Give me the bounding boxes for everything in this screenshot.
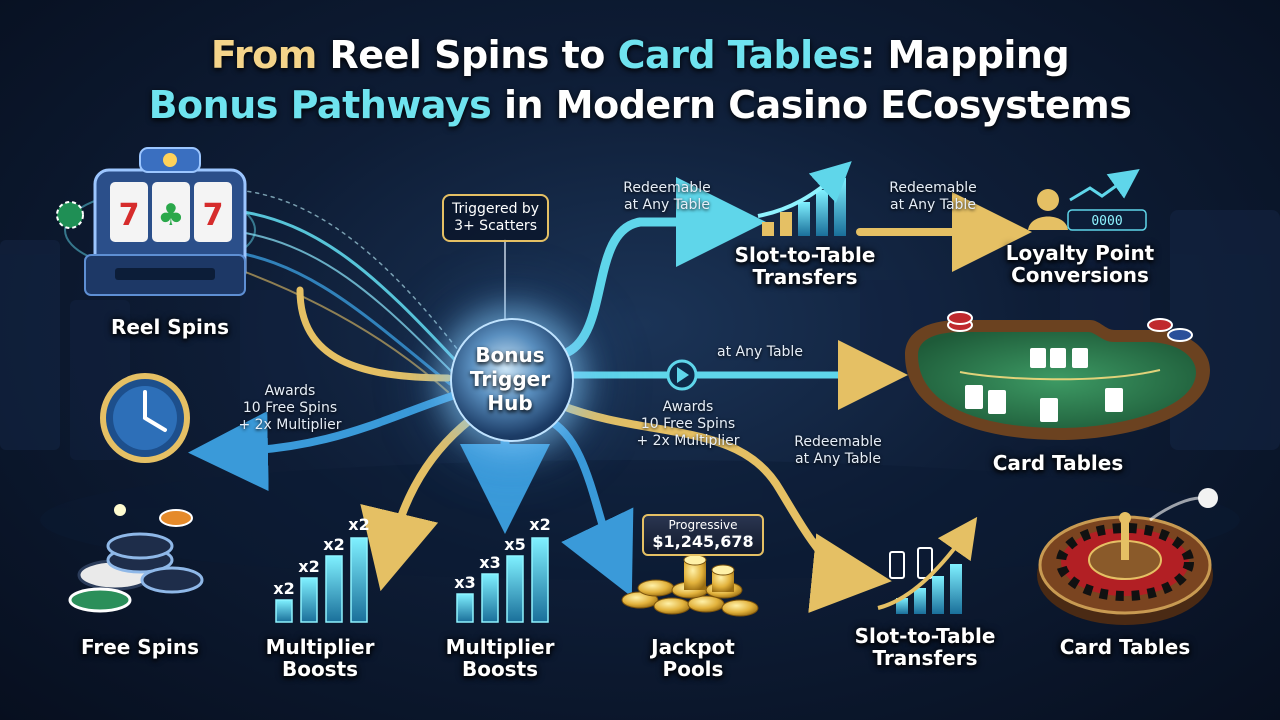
note-awards-right-line2: 10 Free Spins	[640, 416, 736, 432]
title-text-ecosystems: in Modern Casino ECosystems	[491, 83, 1132, 127]
note-redeemable-1-line2: at Any Table	[624, 197, 710, 213]
title-highlight-bonus-pathways: Bonus Pathways	[148, 83, 492, 127]
title-highlight-card-tables: Card Tables	[617, 33, 861, 77]
node-multiplier-1-line2: Boosts	[281, 657, 359, 681]
multiplier-chart-2	[456, 537, 549, 623]
trigger-note-line1: Triggered by	[452, 201, 540, 217]
node-slot-to-table-bottom: Slot-to-Table Transfers	[850, 625, 1000, 669]
note-redeemable-3: Redeemable at Any Table	[783, 434, 893, 468]
node-jackpot-line2: Pools	[662, 657, 724, 681]
note-redeemable-2-line1: Redeemable	[889, 180, 977, 196]
node-free-spins: Free Spins	[80, 635, 200, 659]
note-awards-left-line2: 10 Free Spins	[242, 400, 338, 416]
note-redeemable-3-line1: Redeemable	[794, 434, 882, 450]
roulette-wheel-icon	[1037, 488, 1218, 625]
note-awards-right-line3: + 2x Multiplier	[636, 433, 740, 449]
hub-label: Bonus Trigger Hub	[440, 343, 580, 415]
jackpot-badge-label: Progressive	[668, 518, 738, 532]
node-transfers-bottom-line2: Transfers	[872, 646, 978, 670]
title-highlight-from: From	[210, 33, 317, 77]
node-transfers-bottom-line1: Slot-to-Table	[854, 624, 996, 648]
progressive-jackpot-badge: Progressive $1,245,678	[642, 514, 764, 556]
node-jackpot-pools: Jackpot Pools	[623, 636, 763, 680]
note-awards-right: Awards 10 Free Spins + 2x Multiplier	[628, 399, 748, 450]
trigger-note: Triggered by 3+ Scatters	[442, 194, 550, 242]
note-redeemable-3-line2: at Any Table	[795, 451, 881, 467]
note-awards-left-line1: Awards	[264, 383, 316, 399]
node-loyalty-line1: Loyalty Point	[1005, 241, 1155, 265]
slot-machine-icon: 7 ♣ 7	[56, 147, 256, 296]
flow-arrows	[188, 177, 1032, 613]
node-transfers-top-line1: Slot-to-Table	[734, 243, 876, 267]
hub-label-line1: Bonus	[475, 343, 545, 367]
node-slot-to-table-top: Slot-to-Table Transfers	[730, 244, 880, 288]
jackpot-badge-amount: $1,245,678	[652, 532, 754, 551]
node-multiplier-2-line2: Boosts	[461, 657, 539, 681]
node-card-tables-1: Card Tables	[992, 451, 1124, 475]
free-spins-icon	[68, 373, 204, 613]
hub-label-line2: Trigger	[469, 367, 551, 391]
node-multiplier-1-line1: Multiplier	[265, 635, 375, 659]
node-multiplier-boosts-2: Multiplier Boosts	[430, 636, 570, 680]
note-awards-left: Awards 10 Free Spins + 2x Multiplier	[230, 383, 350, 434]
node-jackpot-line1: Jackpot	[651, 635, 735, 659]
page-title: From Reel Spins to Card Tables: Mapping …	[0, 30, 1280, 130]
note-redeemable-1: Redeemable at Any Table	[612, 180, 722, 214]
node-card-tables-2: Card Tables	[1059, 635, 1191, 659]
note-redeemable-2-line2: at Any Table	[890, 197, 976, 213]
card-table-icon	[905, 311, 1210, 440]
node-reel-spins: Reel Spins	[110, 315, 230, 339]
transfers-chart-top	[757, 161, 852, 236]
node-loyalty-line2: Conversions	[1011, 263, 1149, 287]
reel-stream	[199, 188, 459, 393]
loyalty-icon: 0000	[1028, 169, 1147, 231]
play-icon	[666, 359, 698, 391]
bonus-trigger-hub	[450, 318, 574, 442]
transfers-chart-bottom	[877, 516, 978, 614]
node-multiplier-boosts-1: Multiplier Boosts	[250, 636, 390, 680]
svg-text:7: 7	[203, 198, 224, 233]
jackpot-coins-icon	[621, 554, 759, 617]
svg-text:0000: 0000	[1091, 214, 1122, 229]
note-awards-left-line3: + 2x Multiplier	[238, 417, 342, 433]
title-text-reel-spins: Reel Spins to	[316, 33, 618, 77]
title-text-mapping: : Mapping	[860, 33, 1070, 77]
multiplier-chart-1	[275, 537, 368, 623]
node-transfers-top-line2: Transfers	[752, 265, 858, 289]
node-multiplier-2-line1: Multiplier	[445, 635, 555, 659]
node-loyalty-conversions: Loyalty Point Conversions	[1000, 242, 1160, 286]
note-redeemable-2: Redeemable at Any Table	[878, 180, 988, 214]
svg-text:♣: ♣	[158, 198, 185, 233]
note-redeemable-1-line1: Redeemable	[623, 180, 711, 196]
note-awards-right-line1: Awards	[662, 399, 714, 415]
hub-label-line3: Hub	[487, 391, 533, 415]
svg-text:7: 7	[119, 198, 140, 233]
trigger-note-line2: 3+ Scatters	[454, 218, 537, 234]
note-any-table: at Any Table	[717, 344, 803, 360]
